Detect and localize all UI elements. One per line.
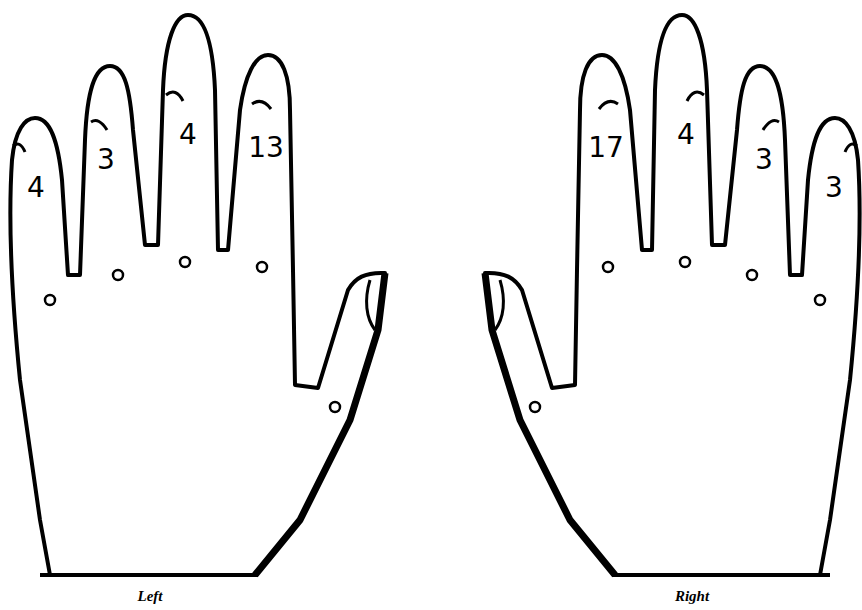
finger-number: 17 — [588, 134, 624, 162]
finger-number: 3 — [97, 146, 115, 174]
right-hand — [485, 15, 860, 575]
finger-number: 4 — [27, 174, 45, 202]
left-hand — [10, 15, 385, 575]
finger-number: 3 — [755, 146, 773, 174]
finger-number: 13 — [248, 134, 284, 162]
hand-caption: Left — [138, 589, 163, 604]
finger-number: 4 — [179, 121, 197, 149]
finger-number: 4 — [677, 121, 695, 149]
hand-caption: Right — [675, 589, 709, 604]
finger-number: 3 — [825, 174, 843, 202]
